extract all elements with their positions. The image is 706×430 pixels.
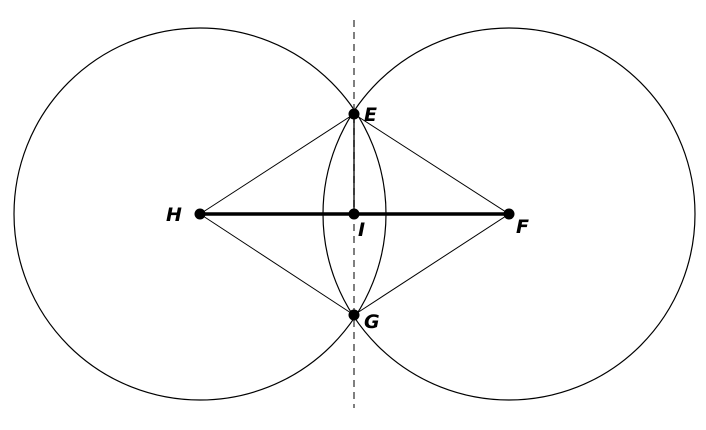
- segment-ef: [353, 113, 510, 215]
- label-g: G: [364, 311, 380, 333]
- segment-gf: [353, 213, 510, 316]
- point-h: [194, 208, 206, 220]
- point-i: [348, 208, 360, 220]
- segment-he: [199, 113, 355, 215]
- point-e: [348, 108, 360, 120]
- label-h: H: [166, 204, 182, 226]
- point-g: [348, 309, 360, 321]
- label-f: F: [516, 216, 529, 238]
- point-f: [503, 208, 515, 220]
- label-i: I: [358, 219, 365, 241]
- segment-hg: [199, 213, 355, 316]
- label-e: E: [364, 104, 377, 126]
